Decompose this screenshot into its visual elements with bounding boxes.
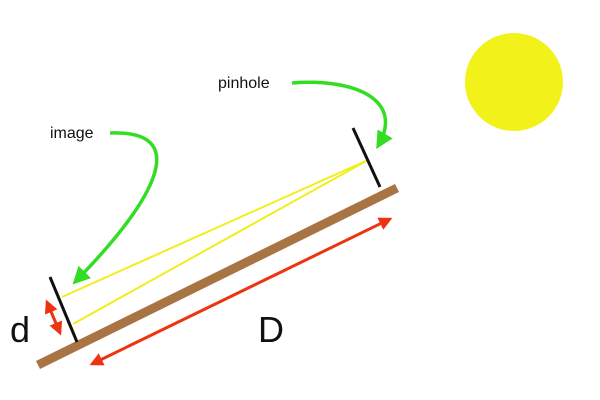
sun-icon [465, 33, 563, 131]
image-label: image [50, 125, 94, 142]
pinhole-screen [351, 127, 382, 188]
double-headed-arrow-icon [89, 217, 393, 366]
pinhole-label: pinhole [218, 75, 270, 92]
image-size-label: d [10, 309, 30, 350]
camera-beam [36, 183, 399, 370]
double-headed-arrow-icon [44, 299, 63, 336]
image-screen [48, 276, 79, 343]
light-ray-lower [72, 159, 369, 325]
curved-arrow-icon [291, 80, 393, 150]
distance-label: D [258, 309, 284, 350]
